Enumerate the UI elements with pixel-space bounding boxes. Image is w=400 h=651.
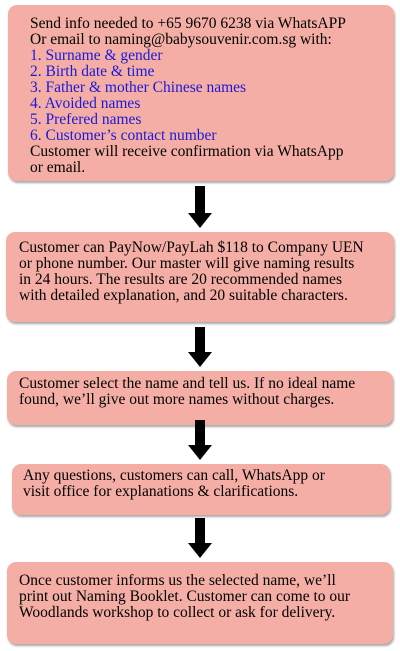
step-2-line: with detailed explanation, and 20 suitab…: [19, 287, 348, 304]
step-2-line: or phone number. Our master will give na…: [19, 255, 355, 272]
step-3-line: found, we’ll give out more names without…: [19, 391, 335, 408]
step-1-item-avoided: 4. Avoided names: [30, 95, 141, 112]
step-5-line: Woodlands workshop to collect or ask for…: [19, 604, 336, 621]
step-1-outro-line-1: Customer will receive confirmation via W…: [30, 143, 344, 160]
step-1-outro-line-2: or email.: [30, 159, 86, 176]
step-3-box: Customer select the name and tell us. If…: [7, 371, 393, 425]
down-arrow-icon: [188, 327, 212, 367]
step-4-box: Any questions, customers can call, Whats…: [12, 464, 390, 515]
down-arrow-icon: [188, 420, 212, 460]
step-5-box: Once customer informs us the selected na…: [7, 562, 393, 644]
step-4-line: visit office for explanations & clarific…: [23, 483, 299, 500]
down-arrow-icon: [188, 186, 212, 228]
step-1-intro-line-2: Or email to naming@babysouvenir.com.sg w…: [30, 31, 332, 48]
step-2-line: in 24 hours. The results are 20 recommen…: [19, 271, 342, 288]
step-4-line: Any questions, customers can call, Whats…: [23, 467, 325, 484]
step-1-item-parents: 3. Father & mother Chinese names: [30, 79, 247, 96]
step-3-line: Customer select the name and tell us. If…: [19, 375, 356, 392]
step-5-line: Once customer informs us the selected na…: [19, 572, 336, 589]
step-1-item-preferred: 5. Prefered names: [30, 111, 142, 128]
step-2-line: Customer can PayNow/PayLah $118 to Compa…: [19, 239, 364, 256]
step-1-item-surname: 1. Surname & gender: [30, 47, 163, 64]
down-arrow-icon: [188, 518, 212, 558]
step-2-box: Customer can PayNow/PayLah $118 to Compa…: [6, 232, 394, 322]
step-1-intro-line-1: Send info needed to +65 9670 6238 via Wh…: [30, 15, 346, 32]
step-1-item-contact: 6. Customer’s contact number: [30, 127, 217, 144]
step-1-box: Send info needed to +65 9670 6238 via Wh…: [8, 5, 394, 181]
step-5-line: print out Naming Booklet. Customer can c…: [19, 588, 351, 605]
step-1-item-birth: 2. Birth date & time: [30, 63, 155, 80]
